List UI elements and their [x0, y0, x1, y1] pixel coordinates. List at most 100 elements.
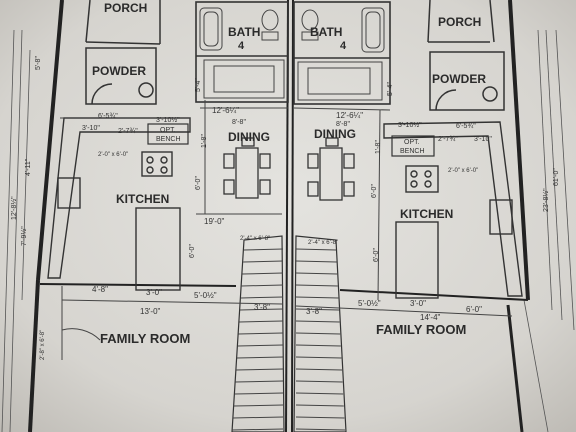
dimension-6-0-a: 6'-0" [195, 176, 202, 190]
bathtub-left [199, 7, 223, 51]
dimension-19-0: 19'-0" [204, 217, 225, 226]
dimension-14-4: 14'-4" [420, 313, 441, 322]
room-label-family-room-right: FAMILY ROOM [376, 322, 466, 337]
dimension-12-6-left: 12'-6¼" [212, 106, 239, 115]
stair-tread-left [238, 332, 284, 335]
right-dimension-lines [523, 29, 575, 432]
stair-tread-left [243, 248, 284, 251]
bath-walls [195, 1, 391, 105]
bench-label-right-1: OPT. [404, 139, 420, 146]
dimension-3-8-right: 3'-8" [306, 307, 322, 316]
stair-tread-left [235, 380, 284, 383]
dimension-3-10h-left: 3'-10½" [156, 116, 180, 124]
stair-tread-left [233, 404, 284, 407]
stair-tread-left [243, 260, 284, 263]
stair-tread-left [241, 284, 284, 287]
powder-walls [85, 47, 505, 111]
dimension-2-4-right: 2'-4" x 6'-8" [308, 240, 338, 246]
dimension-3-10h-right: 3'-10½" [398, 121, 422, 129]
dimension-4-8: 4'-8" [92, 285, 108, 294]
stair-tread-right [295, 356, 342, 359]
room-label-bath-left: BATH [228, 25, 260, 39]
stair-tread-right [295, 368, 343, 371]
stair-treads [231, 248, 346, 431]
dimension-5-4-right: 5'-4" [387, 82, 394, 96]
dimension-3-8-left: 3'-8" [254, 303, 270, 312]
vanity-right [297, 61, 383, 101]
bench-label-left-2: BENCH [156, 136, 181, 143]
dimension-6-5-left: 6'-5¾" [98, 113, 118, 120]
left-dimension-lines [1, 29, 31, 432]
vanity-left [203, 59, 285, 99]
stair-tread-right [295, 344, 341, 347]
dining-table-right [307, 137, 355, 201]
room-label-bath-left-number: 4 [238, 40, 245, 52]
toilet-left [261, 9, 279, 41]
dimension-2-4-left: 2'-4" x 6'-8" [240, 236, 270, 242]
interior-lines [60, 100, 513, 360]
dimension-6-5-right: 6'-5¾" [456, 123, 476, 130]
dimension-3-10-right: 3'-10" [474, 136, 492, 143]
dimension-2-8-left: 2'-8" x 6'-8" [40, 330, 46, 360]
dimension-5-4-left: 5'-4" [195, 78, 202, 92]
stair-tread-left [239, 320, 284, 323]
stair-tread-right [295, 284, 338, 287]
dimension-6-0-c: 6'-0" [371, 184, 378, 198]
stair-tread-right [295, 272, 338, 275]
dimension-5-8: 5'-8" [35, 56, 42, 70]
bathtub-right [361, 7, 385, 53]
stair-tread-right [295, 380, 343, 383]
dining-table-left [223, 137, 271, 199]
dimension-6-0-b: 6'-0" [189, 244, 196, 258]
dimension-61-0: 61'-0" [553, 168, 560, 186]
stair-tread-left [237, 344, 284, 347]
dimension-23-8: 23'-8½" [542, 188, 550, 212]
stair-tread-right [295, 320, 340, 323]
dimension-2-0-left: 2'-0" x 6'-0" [98, 152, 128, 158]
stair-tread-right [295, 248, 337, 251]
room-label-dining-right: DINING [314, 127, 356, 141]
dimension-5-0-left: 5'-0½" [194, 291, 217, 300]
stair-tread-right [295, 332, 341, 335]
stair-tread-left [231, 428, 284, 431]
bench-label-left-1: OPT. [160, 127, 176, 134]
dimension-6-0-d: 6'-0" [373, 248, 380, 262]
room-label-powder-right: POWDER [432, 72, 486, 86]
dimension-2-7-right: 2'-7¾" [438, 136, 458, 143]
room-label-dining-left: DINING [228, 130, 270, 144]
stair-tread-right [295, 308, 340, 311]
room-label-powder-left: POWDER [92, 64, 146, 78]
room-label-family-room-left: FAMILY ROOM [100, 331, 190, 346]
dimension-12-8: 12'-8½" [10, 196, 18, 220]
room-label-kitchen-right: KITCHEN [400, 207, 453, 221]
stair-tread-left [240, 296, 284, 299]
stair-tread-left [239, 308, 284, 311]
room-label-bath-right-number: 4 [340, 40, 347, 52]
room-label-kitchen-left: KITCHEN [116, 192, 169, 206]
stair-tread-left [232, 416, 284, 419]
dimension-8-8-right: 8'-8" [336, 121, 350, 128]
dimension-12-6-right: 12'-6¼" [336, 111, 363, 120]
dimension-1-8-left: 1'-8" [201, 134, 208, 148]
dimension-4-11: 4'-11" [25, 158, 32, 176]
dimension-8-8-left: 8'-8" [232, 119, 246, 126]
stair-tread-left [235, 368, 284, 371]
stair-tread-right [295, 428, 346, 431]
dimension-3-0-left: 3'-0" [146, 288, 162, 297]
toilet-right [301, 9, 319, 41]
stair-tread-right [295, 392, 344, 395]
stairs [231, 235, 347, 432]
room-label-porch-right: PORCH [438, 15, 481, 29]
dimension-7-9: 7'-9½" [20, 226, 28, 246]
dimension-1-8-right: 1'-8" [375, 140, 382, 154]
kitchen-counters-right [383, 121, 523, 299]
exterior-walls [28, 0, 530, 432]
room-label-bath-right: BATH [310, 25, 342, 39]
dimension-2-7-left: 2'-7¾" [118, 128, 138, 135]
dimension-3-0-right: 3'-0" [410, 299, 426, 308]
stair-tread-right [295, 260, 337, 263]
stair-tread-left [234, 392, 284, 395]
dimension-6-0-bottom: 6'-0" [466, 305, 482, 314]
stair-tread-right [295, 296, 339, 299]
